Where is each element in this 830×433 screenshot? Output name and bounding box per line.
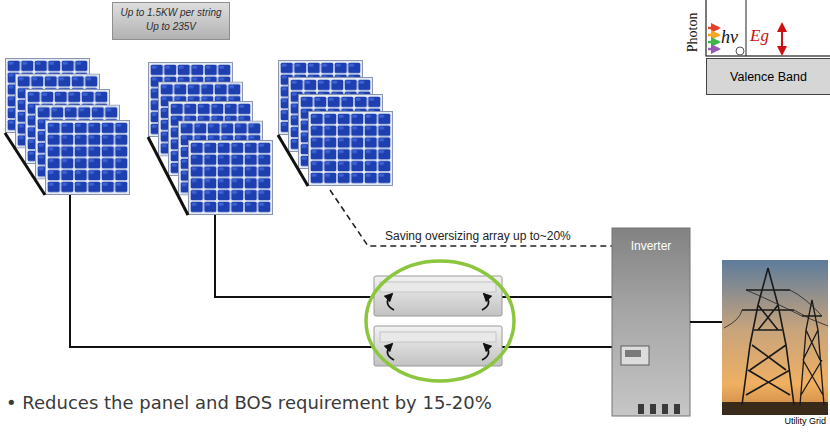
band-box: Valence Band: [706, 58, 830, 95]
sky: [722, 260, 828, 415]
grid-picture: Utility Grid: [722, 260, 828, 430]
solar-panel: [189, 141, 273, 215]
inverter-box: Inverter: [612, 228, 690, 416]
band-diagram: [706, 0, 830, 56]
string-wire: [70, 195, 374, 347]
device-face: [380, 282, 496, 292]
inverter-display: [621, 346, 649, 365]
dc-wire: [502, 346, 612, 348]
inverter-screen: [625, 350, 641, 357]
panel-stack: [148, 63, 273, 216]
inverter-case: [612, 228, 690, 416]
panel-edge: [148, 137, 188, 215]
string-wire: [215, 215, 374, 297]
photon-label: Photon: [686, 12, 703, 52]
gap-arrow: [781, 24, 783, 54]
dc-wire: [502, 296, 612, 298]
device-face: [380, 332, 496, 342]
dashed-line: [330, 190, 612, 246]
cable-arrow: [387, 294, 394, 310]
optimizer-device: [374, 326, 502, 366]
cable-arrow: [482, 294, 489, 310]
photon-energy: hν: [721, 27, 738, 49]
photon-arrow: [708, 34, 719, 37]
optimizer-device: [374, 276, 502, 316]
panel-stack: [5, 59, 130, 196]
inverter-connector: [638, 404, 644, 414]
pylon: [742, 268, 794, 405]
highlight-ring: [366, 261, 514, 381]
band-name: Valence Band: [730, 70, 807, 84]
device-body: [374, 326, 502, 366]
panel-edge: [278, 135, 308, 186]
photon-arrow: [708, 27, 719, 30]
band-gap-label: Eg: [750, 26, 769, 46]
grid-caption: Utility Grid: [784, 416, 826, 426]
ground: [722, 402, 828, 415]
inverter-body: [612, 228, 690, 416]
grid-wire: [690, 321, 722, 323]
inverter-connector: [674, 404, 680, 414]
band-divider: [746, 0, 747, 56]
inverter-name: Inverter: [631, 239, 672, 253]
solar-panel: [309, 112, 393, 186]
hole-dot: [736, 47, 744, 55]
bullet-point: • Reduces the panel and BOS requirement …: [6, 392, 492, 414]
cable-arrow: [387, 344, 394, 360]
inverter-connector: [662, 404, 668, 414]
solar-panel: [46, 121, 130, 195]
panel-edge: [5, 133, 45, 195]
power-line: [724, 290, 828, 328]
inverter-connector: [650, 404, 656, 414]
saving-note: Saving oversizing array up to~20%: [385, 229, 571, 243]
spec-box: Up to 1.5KW per stringUp to 235V: [112, 2, 230, 40]
photon-arrow: [708, 48, 719, 51]
spec-text: Up to 1.5KW per string: [120, 6, 221, 20]
spec-text: Up to 235V: [146, 20, 196, 34]
panel-stack: [278, 61, 393, 187]
photon-arrow: [708, 41, 719, 44]
device-body: [374, 276, 502, 316]
cable-arrow: [482, 344, 489, 360]
conduction-band: [706, 0, 830, 56]
grid-photo: [722, 260, 828, 415]
